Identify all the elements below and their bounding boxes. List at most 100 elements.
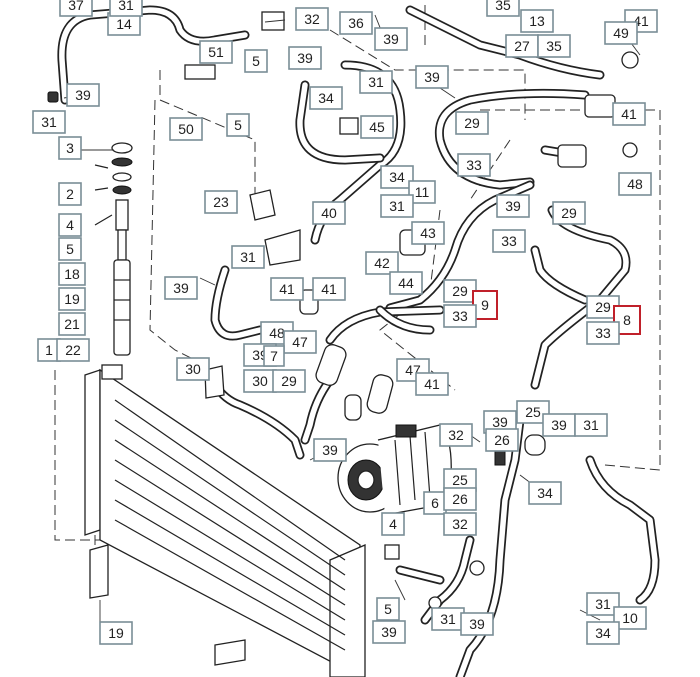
callout-number: 49 [613,25,629,41]
callout-box [520,9,554,33]
callout-5-c: 5 [376,597,400,621]
callout-number: 31 [368,74,384,90]
callout-4-b: 4 [381,512,405,536]
callout-4-l: 4 [58,213,82,237]
callout-number: 41 [621,106,637,122]
callout-number: 9 [481,297,489,313]
callout-number: 2 [66,186,74,202]
callout-box [415,372,449,396]
callout-box [272,369,306,393]
callout-box [283,330,317,354]
callout-number: 32 [304,11,320,27]
callout-box [380,165,414,189]
callout-number: 43 [420,225,436,241]
callout-box [381,512,405,536]
callout-box [496,194,530,218]
callout-number: 45 [369,119,385,135]
callout-number: 11 [415,184,430,200]
callout-39-c: 39 [415,65,449,89]
callout-number: 5 [66,241,74,257]
callout-number: 32 [448,427,464,443]
callout-number: 39 [505,198,521,214]
callout-39-i: 39 [542,413,576,437]
callout-number: 50 [178,121,194,137]
callout-number: 35 [495,0,511,13]
callout-35: 35 [537,34,571,58]
callout-33-b: 33 [492,229,526,253]
callout-number: 31 [595,596,611,612]
callout-box [58,213,82,237]
callout-32-top: 32 [295,7,329,31]
callout-31-c: 31 [380,194,414,218]
callout-39-d: 39 [496,194,530,218]
callout-number: 25 [525,404,541,420]
callout-box [339,11,373,35]
callout-number: 29 [464,115,480,131]
callout-number: 31 [583,417,599,433]
callout-number: 4 [66,217,74,233]
callout-34-a: 34 [309,86,343,110]
callout-number: 19 [64,291,80,307]
callout-box [376,597,400,621]
callout-34-b: 34 [380,165,414,189]
callout-box [389,271,423,295]
callout-number: 31 [240,249,256,265]
callout-number: 39 [381,624,397,640]
callout-number: 29 [595,299,611,315]
callout-box [359,70,393,94]
callout-number: 5 [384,601,392,617]
callout-number: 39 [173,280,189,296]
callout-box [99,621,133,645]
callout-number: 29 [452,283,468,299]
callout-33-a: 33 [457,153,491,177]
callout-box [537,34,571,58]
callout-number: 23 [213,194,229,210]
callout-number: 14 [116,16,132,32]
callout-number: 6 [431,495,439,511]
callout-number: 8 [623,312,631,328]
callout-box [365,251,399,275]
callout-box [586,592,620,616]
callout-number: 21 [64,316,80,332]
callout-19-l: 19 [58,287,86,311]
callout-number: 31 [440,611,456,627]
callout-25-a: 25 [516,400,550,424]
callout-7: 7 [263,345,285,367]
callout-box [604,21,638,45]
callout-number: 5 [252,53,260,69]
callout-41-m2: 41 [312,277,346,301]
callout-box [176,357,210,381]
callout-26-b: 26 [443,487,477,511]
callout-box [460,612,494,636]
callout-number: 39 [492,414,508,430]
callout-box [109,0,143,17]
callout-2: 2 [58,182,82,206]
callout-box [586,621,620,645]
callout-number: 39 [383,31,399,47]
callout-number: 41 [424,376,440,392]
callout-34-d: 34 [586,621,620,645]
callout-box [231,245,265,269]
callout-number: 33 [452,308,468,324]
callout-33-c: 33 [443,304,477,328]
callout-number: 13 [529,13,545,29]
callout-box [492,229,526,253]
callout-43: 43 [411,221,445,245]
callout-39-e: 39 [164,276,198,300]
callout-31-a: 31 [32,110,66,134]
callout-box [263,345,285,367]
callout-number: 44 [398,275,414,291]
callout-box [226,113,250,137]
callout-box [380,194,414,218]
callout-36: 36 [339,11,373,35]
callout-number: 39 [297,50,313,66]
callout-number: 27 [514,38,530,54]
callout-box [472,290,498,320]
callout-number: 40 [321,205,337,221]
callout-31-d: 31 [231,245,265,269]
callout-39-k: 39 [460,612,494,636]
callout-9: 9 [472,290,498,320]
callout-number: 29 [561,205,577,221]
callout-5-l: 5 [58,237,82,261]
